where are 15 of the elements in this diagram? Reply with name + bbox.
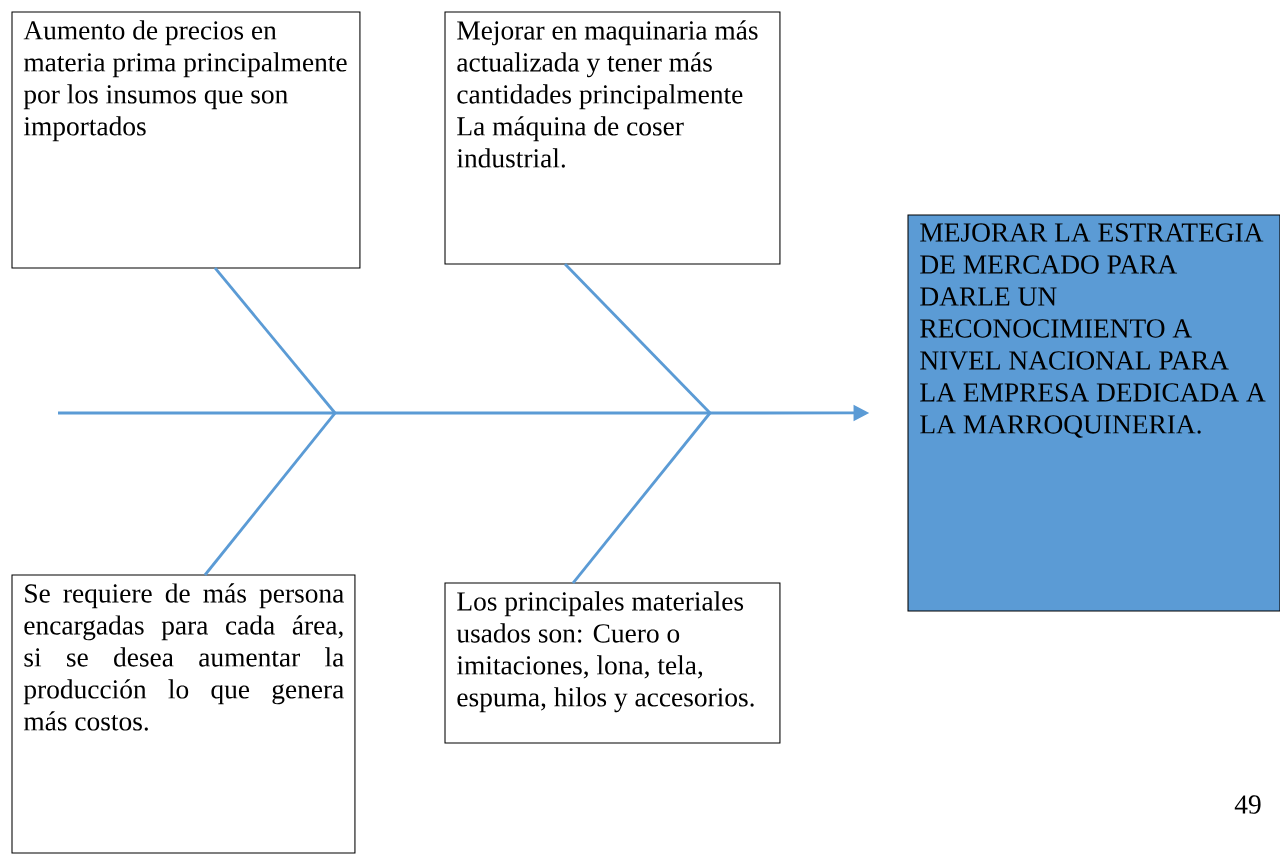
bone-line [203,412,337,576]
bone-line [571,412,712,584]
bone-line [563,262,711,414]
box-text: Los principales materiales usados son: Cuero o imitaciones, lona, tela, espuma, hilos y accesorios. [456,591,754,713]
box-text: Mejorar en maquinaria más actualizada y tener más cantidades principalmente La máquina de coser industrial. [456,20,758,168]
bone-line [213,267,337,414]
cause-box [444,582,781,744]
cause-box [11,11,361,269]
effect-box [907,214,1280,612]
box-text: MEJORAR LA ESTRATEGIA DE MERCADO PARA DARLE UN RECONOCIMIENTO A NIVEL NACIONAL PARA LA EMPRESA DEDICADA A LA MARROQUINERIA. [920,223,1266,438]
box-text: Aumento de precios en materia prima principalmente por los insumos que son importados [23,20,347,142]
cause-box [11,574,356,854]
page-number: 49 [1234,795,1261,814]
box-text: Se requiere de más persona encargadas para cada área, si se desea aumentar la producción lo que genera más costos. [23,583,344,731]
cause-box [444,11,781,265]
